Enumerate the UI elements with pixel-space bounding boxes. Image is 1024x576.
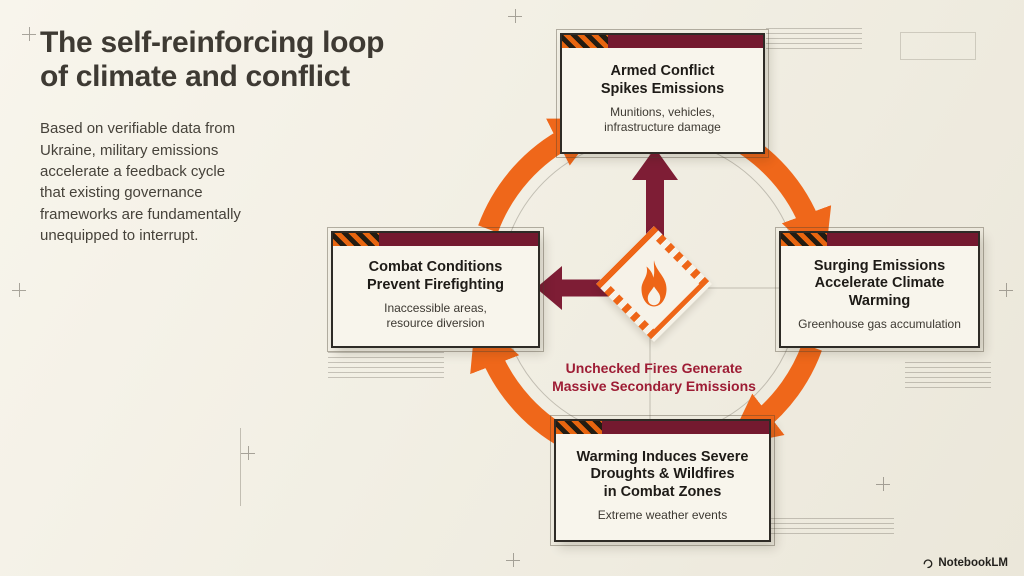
hazard-stripes-icon [562,35,608,48]
crosshair-mark [999,283,1013,297]
node-armed-conflict: Armed Conflict Spikes Emissions Munition… [556,29,769,158]
brand-watermark: NotebookLM [922,557,1008,569]
page-description: Based on verifiable data from Ukraine, m… [40,120,241,244]
node-body: Warming Induces Severe Droughts & Wildfi… [556,434,769,540]
node-subtitle: Inaccessible areas, resource diversion [384,301,487,330]
node-warming-droughts: Warming Induces Severe Droughts & Wildfi… [550,415,775,546]
node-combat-conditions: Combat Conditions Prevent Firefighting I… [327,227,544,352]
decor-annotation-text [328,352,444,382]
node-title: Warming Induces Severe Droughts & Wildfi… [576,449,749,500]
node-body: Combat Conditions Prevent Firefighting I… [333,246,538,346]
decor-annotation-text [905,362,991,388]
node-subtitle: Extreme weather events [597,508,728,523]
node-body: Surging Emissions Accelerate Climate War… [781,246,978,346]
hazard-diamond-core [608,238,700,330]
crosshair-mark [241,446,255,460]
node-subtitle: Munitions, vehicles, infrastructure dama… [604,105,721,134]
center-caption: Unchecked Fires Generate Massive Seconda… [552,360,756,394]
crosshair-mark [22,27,36,41]
crosshair-mark [508,9,522,23]
hazard-stripes-icon [333,233,379,246]
hazard-header-bar [556,421,769,434]
hazard-header-bar [562,35,763,48]
decor-rule-line [240,428,241,506]
node-surging-emissions: Surging Emissions Accelerate Climate War… [775,227,984,352]
flame-icon [641,260,667,307]
brand-label: NotebookLM [938,557,1008,569]
node-title: Surging Emissions Accelerate Climate War… [813,258,946,309]
crosshair-mark [876,477,890,491]
page-title: The self-reinforcing loop of climate and… [40,26,385,94]
decor-annotation-text [764,518,894,538]
node-title: Armed Conflict Spikes Emissions [600,63,725,97]
hazard-stripes-icon [781,233,827,246]
crosshair-mark [12,283,26,297]
arrow-center-left [536,266,610,310]
node-subtitle: Greenhouse gas accumulation [798,317,961,332]
hazard-stripes-icon [556,421,602,434]
hazard-header-bar [781,233,978,246]
headline-block: The self-reinforcing loop of climate and… [40,26,490,246]
notebooklm-logo-icon [923,559,933,569]
hazard-diamond [596,226,712,342]
crosshair-mark [506,553,520,567]
node-title: Combat Conditions Prevent Firefighting [367,259,504,293]
hazard-header-bar [333,233,538,246]
decor-annotation-text [766,28,862,50]
node-body: Armed Conflict Spikes Emissions Munition… [562,48,763,152]
decor-annotation-stamp [900,32,976,60]
